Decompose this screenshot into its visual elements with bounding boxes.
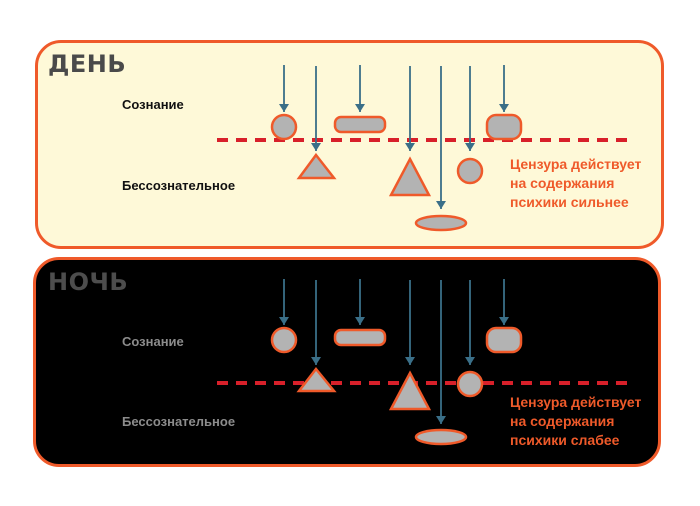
night-shape-capsule <box>333 328 387 347</box>
night-label-conscious: Сознание <box>122 334 184 349</box>
night-shape-circle-small <box>456 370 484 398</box>
night-shape-ellipse <box>414 428 468 446</box>
night-title: НОЧЬ <box>48 268 129 296</box>
day-note-line-3: психики сильнее <box>510 194 629 210</box>
night-shape-rounded-rect <box>485 326 523 354</box>
night-censorship-note: Цензура действует на содержания психики … <box>510 393 641 450</box>
night-shape-triangle-small <box>296 366 337 393</box>
day-shape-circle-small <box>456 157 484 185</box>
night-note-line-3: психики слабее <box>510 432 620 448</box>
day-note-line-1: Цензура действует <box>510 156 642 172</box>
day-shape-rounded-rect <box>485 113 523 141</box>
night-shape-triangle-large <box>388 370 432 411</box>
day-panel <box>35 40 664 249</box>
day-shape-triangle-small <box>296 152 337 180</box>
night-note-line-1: Цензура действует <box>510 394 642 410</box>
night-arrowhead <box>436 416 446 424</box>
night-note-line-2: на содержания <box>510 413 615 429</box>
day-label-conscious: Сознание <box>122 97 184 112</box>
night-arrowhead <box>355 317 365 325</box>
night-arrowhead <box>405 357 415 365</box>
night-arrowhead <box>499 317 509 325</box>
day-censorship-note: Цензура действует на содержания психики … <box>510 155 641 212</box>
night-arrowhead <box>311 357 321 365</box>
day-note-line-2: на содержания <box>510 175 615 191</box>
night-arrowhead <box>465 357 475 365</box>
day-arrowhead <box>279 104 289 112</box>
day-shape-ellipse <box>414 214 468 232</box>
day-arrowhead <box>499 104 509 112</box>
day-arrowhead <box>311 143 321 151</box>
day-shape-triangle-large <box>388 156 432 197</box>
day-shape-capsule <box>333 115 387 134</box>
night-panel <box>33 257 661 467</box>
night-arrowhead <box>279 317 289 325</box>
night-shape-circle <box>270 326 298 354</box>
day-shape-circle <box>270 113 298 141</box>
day-arrowhead <box>355 104 365 112</box>
day-arrowhead <box>465 143 475 151</box>
day-label-unconscious: Бессознательное <box>122 178 236 193</box>
day-title: ДЕНЬ <box>48 50 127 78</box>
day-arrowhead <box>436 201 446 209</box>
night-label-unconscious: Бессознательное <box>122 414 236 429</box>
day-arrowhead <box>405 143 415 151</box>
